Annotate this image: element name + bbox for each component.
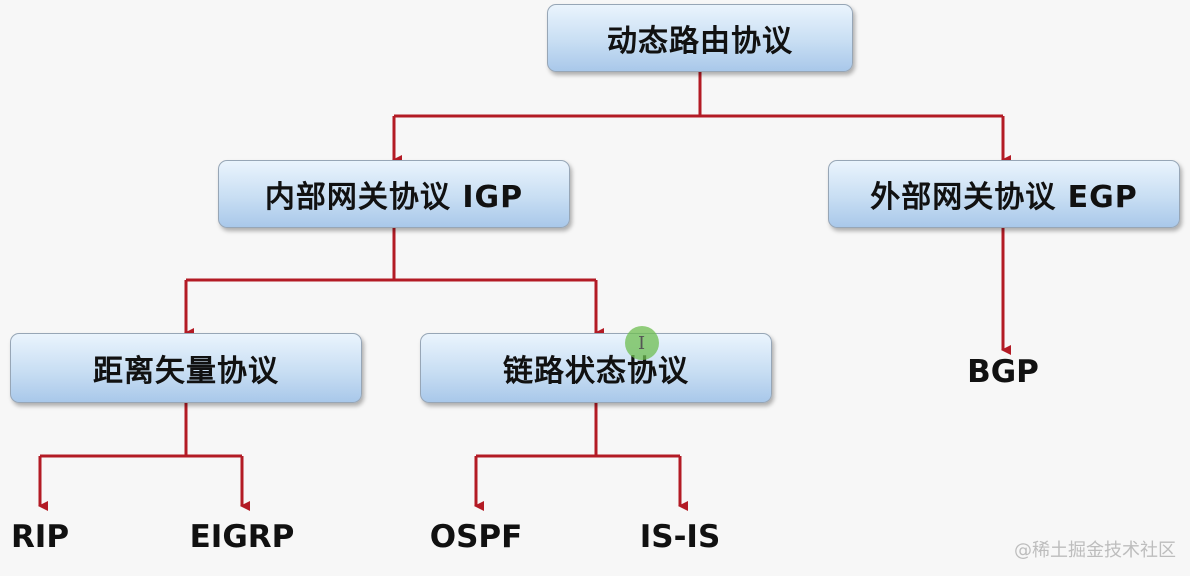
leaf-eigrp: EIGRP (189, 519, 295, 555)
node-distance-vector: 距离矢量协议 (10, 333, 362, 403)
leaf-ospf: OSPF (429, 519, 523, 555)
node-egp: 外部网关协议 EGP (828, 160, 1180, 228)
node-distance-vector-label: 距离矢量协议 (93, 354, 279, 389)
node-igp: 内部网关协议 IGP (218, 160, 570, 228)
node-link-state: 链路状态协议 (420, 333, 772, 403)
node-link-state-label: 链路状态协议 (503, 354, 689, 389)
node-igp-label: 内部网关协议 IGP (264, 180, 524, 215)
mouse-cursor-highlight (625, 326, 659, 360)
node-egp-label: 外部网关协议 EGP (870, 180, 1138, 215)
leaf-isis: IS-IS (639, 519, 721, 555)
node-root: 动态路由协议 (547, 4, 853, 72)
leaf-rip: RIP (10, 519, 70, 555)
node-root-label: 动态路由协议 (607, 24, 793, 59)
watermark: @稀土掘金技术社区 (1014, 540, 1176, 561)
leaf-bgp: BGP (967, 354, 1039, 390)
text-cursor-icon: I (638, 333, 646, 354)
